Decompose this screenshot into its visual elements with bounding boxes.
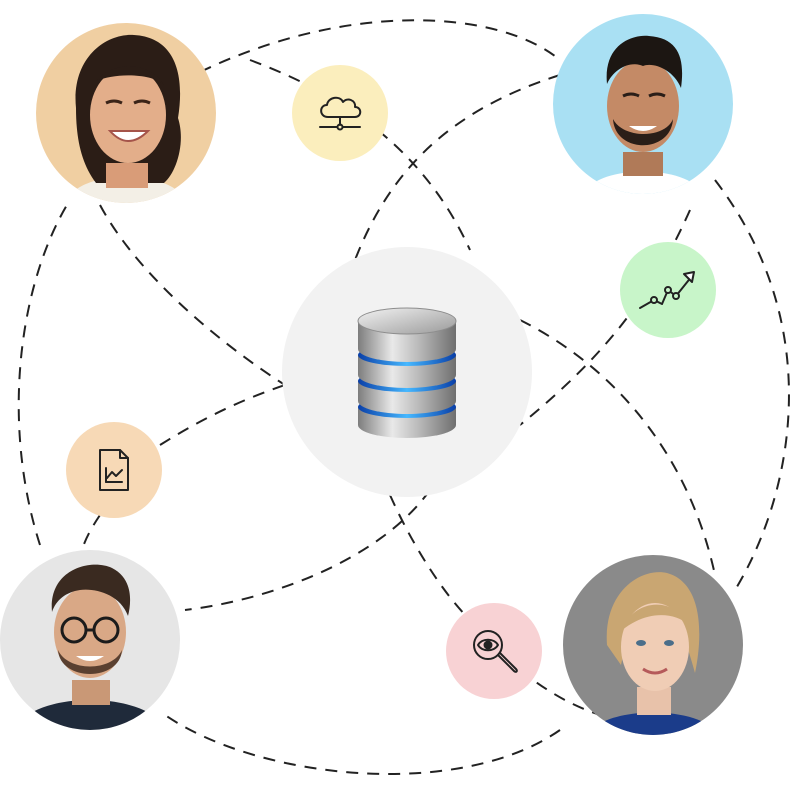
person-avatar-top-right — [553, 14, 733, 194]
inner-loop-line — [354, 74, 561, 261]
growth-icon-node — [620, 242, 716, 338]
blonde-woman-avatar-icon — [588, 572, 718, 735]
inner-loop-line — [159, 384, 286, 446]
person-avatar-bottom-left — [0, 550, 180, 730]
cloud-network-icon — [319, 96, 362, 131]
outer-loop-line — [714, 179, 790, 591]
outer-loop-line — [164, 714, 561, 775]
inner-loop-line — [519, 319, 716, 576]
person-avatar-bottom-right — [563, 555, 743, 735]
inner-loop-line — [519, 209, 691, 426]
inner-loop-line — [249, 59, 471, 251]
growth-chart-icon — [639, 271, 695, 309]
database-node — [282, 247, 532, 497]
search-eye-icon — [473, 630, 518, 673]
search-icon-node — [446, 603, 542, 699]
smiling-woman-avatar-icon — [66, 34, 186, 203]
inner-loop-line — [184, 489, 431, 611]
cloud-icon-node — [292, 65, 388, 161]
person-avatar-top-left — [36, 23, 216, 203]
database-icon — [357, 307, 457, 438]
report-document-icon — [99, 449, 129, 491]
man-with-glasses-avatar-icon — [15, 564, 165, 730]
outer-loop-line — [199, 19, 561, 73]
outer-loop-line — [17, 199, 71, 546]
inner-loop-line — [81, 514, 101, 551]
report-icon-node — [66, 422, 162, 518]
inner-loop-line — [389, 494, 471, 621]
inner-loop-line — [99, 204, 286, 386]
smiling-man-avatar-icon — [583, 35, 703, 194]
